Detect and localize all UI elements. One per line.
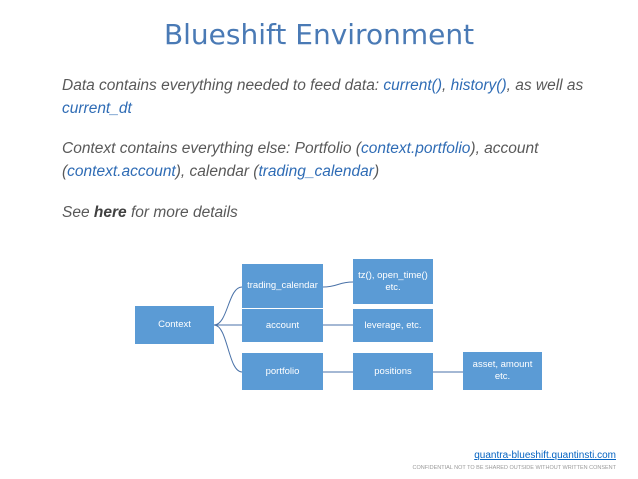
text-segment: See — [62, 204, 94, 221]
data-description: Data contains everything needed to feed … — [62, 74, 592, 120]
context-node: Context — [135, 306, 214, 344]
portfolio-node: portfolio — [242, 353, 323, 390]
confidential-notice: CONFIDENTIAL NOT TO BE SHARED OUTSIDE WI… — [412, 465, 616, 471]
text-segment: ), calendar ( — [175, 163, 259, 180]
current-function-text: current() — [383, 77, 442, 94]
account-node: account — [242, 309, 323, 342]
footer-website-link[interactable]: quantra-blueshift.quantinsti.com — [474, 450, 616, 461]
current-dt-text: current_dt — [62, 100, 132, 117]
positions-node: positions — [353, 353, 433, 390]
context-account-text: context.account — [67, 163, 176, 180]
context-portfolio-text: context.portfolio — [360, 140, 471, 157]
connector-context-portfolio — [213, 324, 243, 373]
text-segment: ) — [373, 163, 380, 180]
details-description: See here for more details — [62, 201, 592, 224]
text-segment: for more details — [126, 204, 238, 221]
trading-calendar-text: trading_calendar — [258, 163, 374, 180]
tz-open-time-node: tz(), open_time() etc. — [353, 259, 433, 304]
leverage-node: leverage, etc. — [353, 309, 433, 342]
connector-trading-calendar-tz — [322, 281, 354, 288]
text-segment: Data contains everything needed to feed … — [62, 77, 384, 94]
trading-calendar-node: trading_calendar — [242, 264, 323, 308]
text-segment: Context contains everything else: Portfo… — [62, 140, 361, 157]
history-function-text: history() — [450, 77, 507, 94]
connector-context-trading-calendar — [213, 286, 243, 326]
asset-amount-node: asset, amount etc. — [463, 352, 542, 390]
slide-title: Blueshift Environment — [163, 18, 475, 51]
text-segment: ), account ( — [62, 140, 539, 180]
context-description: Context contains everything else: Portfo… — [62, 137, 592, 183]
text-segment: , as well as — [506, 77, 584, 94]
text-segment: , — [442, 77, 451, 94]
here-link[interactable]: here — [93, 204, 127, 221]
